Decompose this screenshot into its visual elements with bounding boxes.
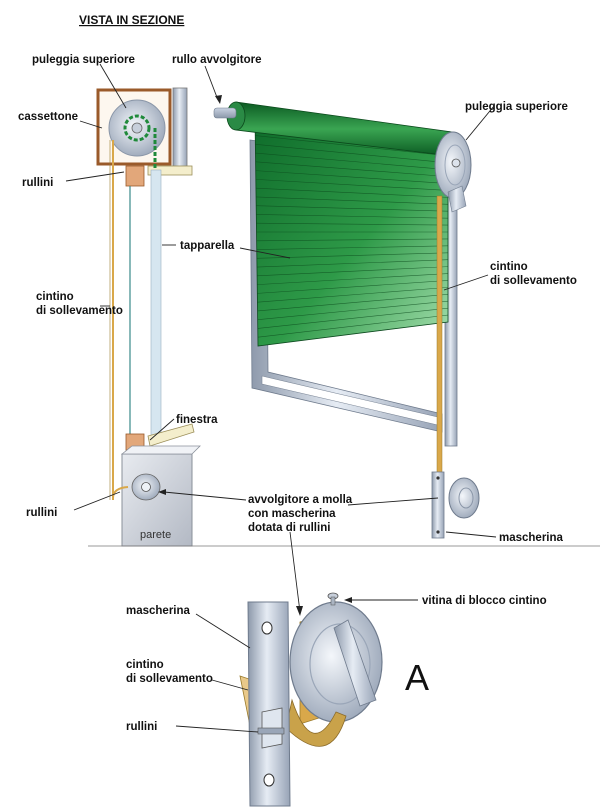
shutter-slat bbox=[255, 135, 449, 157]
parete-label: parete bbox=[140, 529, 171, 541]
diagram-title: VISTA IN SEZIONE bbox=[79, 13, 184, 27]
leader-lines bbox=[65, 63, 497, 733]
label-cintino-right-2: di sollevamento bbox=[490, 275, 577, 287]
label-rullini-detail: rullini bbox=[126, 721, 157, 733]
shutter-slat bbox=[256, 238, 449, 242]
shutter-3d-view bbox=[213, 101, 480, 539]
shutter-slat bbox=[257, 273, 449, 285]
rolled-shutter-section bbox=[123, 114, 151, 142]
label-cintino-detail-1: cintino bbox=[126, 659, 164, 671]
label-puleggia-superiore-right: puleggia superiore bbox=[465, 101, 568, 113]
shutter-slat bbox=[257, 307, 449, 329]
label-mascherina-detail: mascherina bbox=[126, 605, 191, 617]
spring-winder-3d bbox=[448, 477, 480, 519]
label-finestra: finestra bbox=[176, 414, 218, 426]
shutter-slat bbox=[255, 161, 449, 177]
shutter-slat bbox=[256, 196, 449, 205]
rullini-top-block bbox=[125, 165, 145, 187]
shutter-slat bbox=[255, 187, 449, 198]
label-avvolgitore-3: dotata di rullini bbox=[248, 522, 330, 534]
mascherina-3d bbox=[431, 471, 445, 539]
label-avvolgitore-2: con mascherina bbox=[248, 508, 336, 520]
label-rullini-top: rullini bbox=[22, 177, 53, 189]
label-rullini-bottom: rullini bbox=[26, 507, 57, 519]
shutter-slat bbox=[256, 222, 449, 226]
shutter-slat bbox=[255, 179, 449, 191]
label-rullo-avvolgitore: rullo avvolgitore bbox=[172, 54, 261, 66]
shutter-slat bbox=[257, 280, 449, 294]
label-cintino-left-1: cintino bbox=[36, 291, 74, 303]
label-mascherina-right: mascherina bbox=[499, 532, 564, 544]
detail-rullini bbox=[257, 727, 285, 735]
shutter-slat bbox=[256, 259, 449, 268]
label-avvolgitore-1: avvolgitore a molla bbox=[248, 494, 353, 506]
shutter-slat bbox=[257, 287, 449, 303]
labels: puleggia superiore rullo avvolgitore cas… bbox=[18, 54, 577, 733]
label-puleggia-superiore-left: puleggia superiore bbox=[32, 54, 135, 66]
detail-a: A bbox=[239, 592, 429, 807]
shutter-slat bbox=[256, 205, 449, 212]
label-tapparella: tapparella bbox=[180, 240, 235, 252]
shutter-slat bbox=[257, 266, 449, 277]
roller-axle bbox=[213, 107, 237, 119]
label-cintino-right-1: cintino bbox=[490, 261, 528, 273]
detail-letter: A bbox=[405, 657, 429, 698]
label-cintino-left-2: di sollevamento bbox=[36, 305, 123, 317]
shutter-slat bbox=[255, 170, 449, 184]
shutter-slat bbox=[256, 245, 449, 250]
shutter-slat bbox=[257, 314, 449, 338]
label-cassettone: cassettone bbox=[18, 111, 78, 123]
shutter-slat bbox=[255, 152, 449, 170]
label-vitina: vitina di blocco cintino bbox=[422, 595, 547, 607]
lifting-strap-3d bbox=[436, 195, 443, 475]
section-view: parete bbox=[96, 87, 201, 547]
label-cintino-detail-2: di sollevamento bbox=[126, 673, 213, 685]
shutter-slat bbox=[255, 144, 449, 164]
detail-mascherina bbox=[247, 601, 291, 807]
shutter-slat bbox=[257, 294, 449, 312]
shutter-slat bbox=[256, 214, 449, 219]
shutter-slat bbox=[257, 300, 449, 320]
